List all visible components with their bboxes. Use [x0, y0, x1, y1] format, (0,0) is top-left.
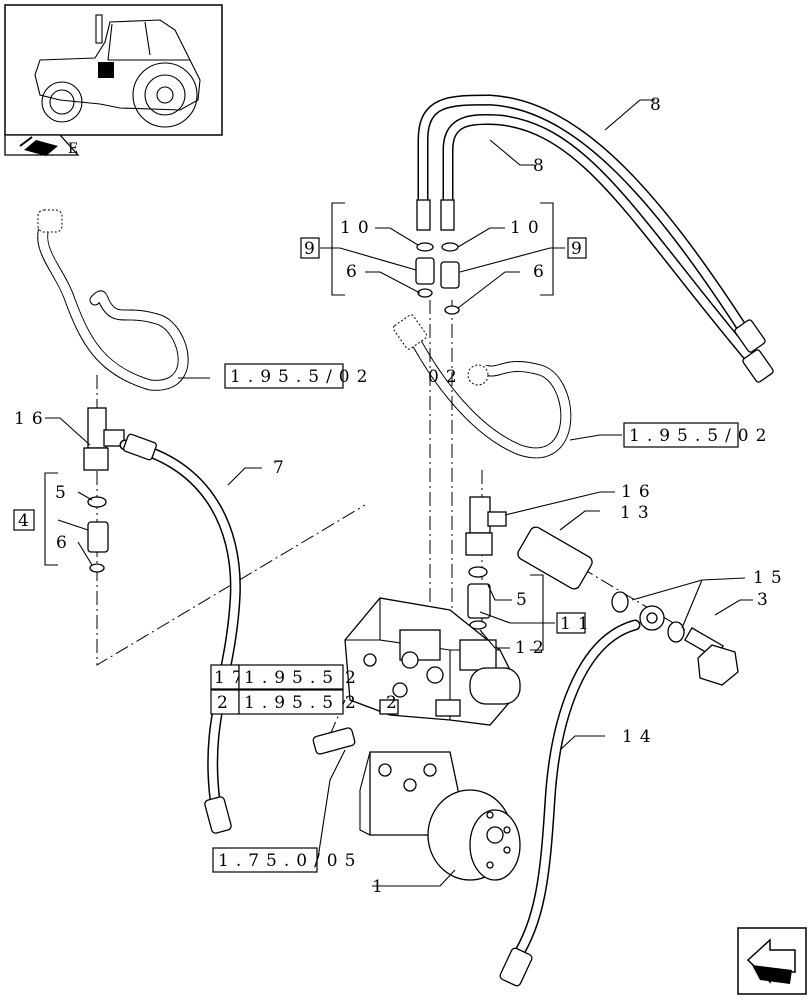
callout-labels: 8 8 10 10 6 6 16 7 5 6 16 13 15 3 5 12 1… [14, 95, 789, 897]
callout-15: 15 [753, 568, 789, 588]
svg-text:E: E [68, 141, 85, 157]
tractor-location-thumbnail[interactable] [4, 4, 223, 136]
svg-text:2: 2 [386, 693, 404, 713]
black-square-marker [98, 62, 114, 78]
hose-8-pair [416, 94, 774, 383]
hose-14 [499, 605, 665, 987]
bolt-3 [684, 627, 739, 686]
callout-1: 1 [372, 877, 390, 897]
callout-16b: 16 [621, 482, 657, 502]
callout-5a: 5 [55, 483, 73, 503]
callout-10a: 10 [340, 218, 376, 238]
callout-8a: 8 [650, 95, 668, 115]
svg-text:2: 2 [345, 668, 363, 688]
ref-steer-label: 1.75.0/05 [218, 851, 362, 871]
ref-box-left[interactable]: 1.95.5/02 [224, 363, 374, 389]
ref-left-label: 1.95.5/02 [230, 367, 374, 387]
washers-15 [611, 591, 685, 643]
svg-text:2: 2 [345, 693, 363, 713]
callout-3: 3 [757, 590, 775, 610]
svg-text:02: 02 [428, 367, 464, 387]
boxed-callout-9-left: 9 [300, 237, 322, 259]
union-9-right [440, 242, 460, 315]
boxed-callout-11: 11 [556, 612, 596, 634]
callout-5b: 5 [516, 590, 534, 610]
steering-unit-1 [359, 751, 521, 881]
phantom-hose-right [392, 314, 572, 459]
leader-lines [45, 99, 753, 887]
adapter-4 [87, 496, 109, 573]
callout-10b: 10 [510, 218, 546, 238]
boxed-callout-9-right: 9 [567, 237, 589, 259]
union-9-left [415, 242, 435, 298]
tee-fitting-16-left [83, 407, 125, 471]
callout-6b: 6 [533, 262, 551, 282]
svg-text:11: 11 [560, 614, 596, 634]
callout-13: 13 [620, 503, 656, 523]
hose-7 [119, 433, 241, 834]
priority-valve-block [344, 597, 521, 726]
sensor-switch [312, 727, 356, 755]
ref-box-valve-2[interactable]: 2 1.95.5 2 2 [210, 689, 404, 715]
ref-valve-a-label: 1.95.5 [244, 668, 340, 688]
callout-16a: 16 [14, 409, 50, 429]
callout-2: 2 [217, 693, 235, 713]
boxed-callout-4: 4 [13, 509, 36, 531]
ref-right-label: 1.95.5/02 [629, 426, 773, 446]
book-page-icon[interactable]: E [4, 134, 85, 157]
callout-14: 14 [622, 727, 658, 747]
phantom-hose-left [37, 209, 189, 391]
svg-text:9: 9 [304, 239, 322, 259]
callout-7: 7 [273, 458, 291, 478]
adapter-11 [467, 566, 491, 630]
ref-valve-b-label: 1.95.5 [244, 693, 340, 713]
callout-17: 17 [214, 668, 250, 688]
callout-6a: 6 [346, 262, 364, 282]
ref-box-right[interactable]: 1.95.5/02 [623, 422, 773, 448]
filter-13 [517, 526, 593, 590]
ref-fragment-mid: 02 [428, 367, 464, 387]
callout-6c: 6 [56, 533, 74, 553]
svg-text:9: 9 [571, 239, 589, 259]
ref-box-steering[interactable]: 1.75.0/05 [212, 847, 362, 873]
ref-box-valve-17[interactable]: 17 1.95.5 2 [210, 664, 363, 690]
tee-fitting-16-right [465, 496, 507, 556]
next-page-arrow-icon[interactable] [737, 927, 807, 995]
brackets [44, 202, 554, 651]
callout-12: 12 [515, 638, 551, 658]
svg-text:4: 4 [18, 511, 36, 531]
callout-8b: 8 [533, 156, 551, 176]
